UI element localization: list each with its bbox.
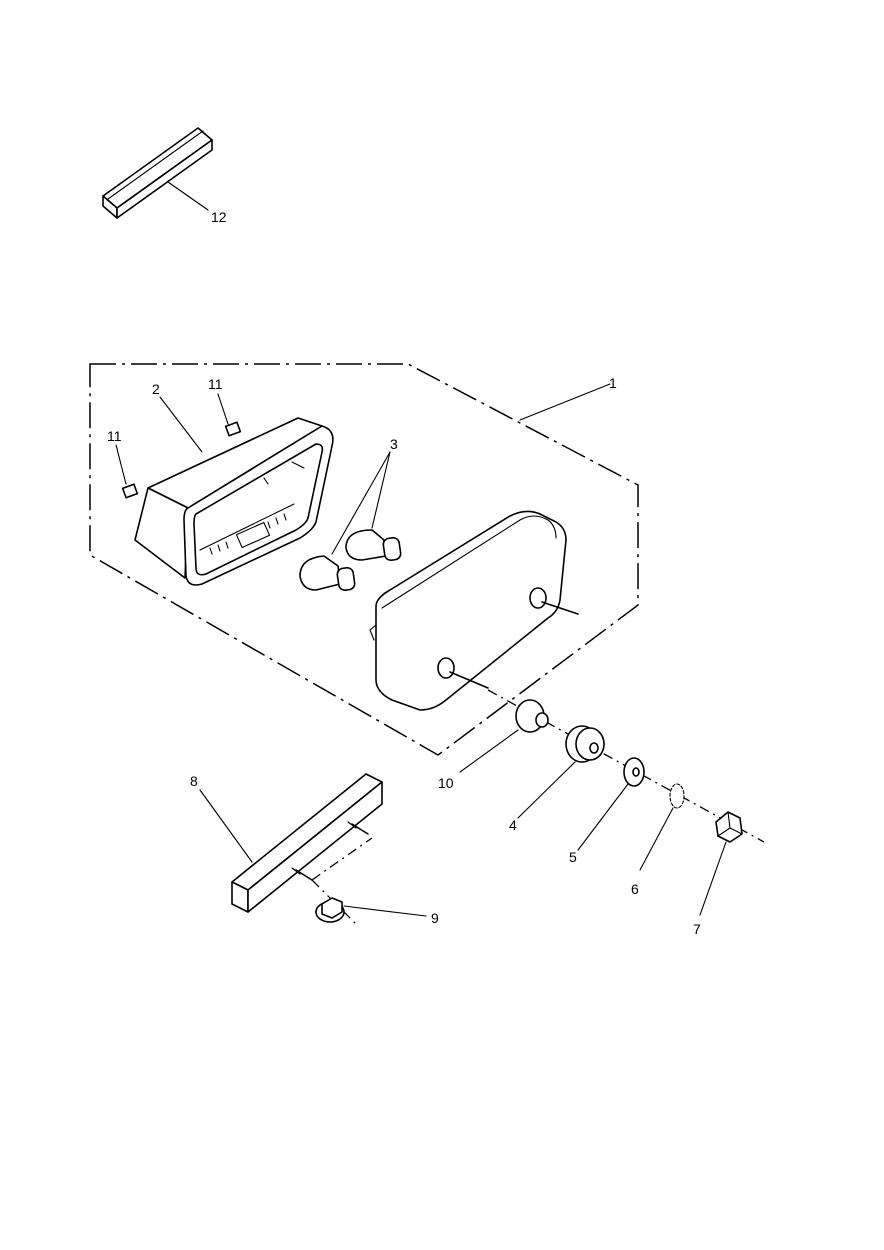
callout-9: 9 <box>431 910 439 926</box>
leader-5 <box>577 783 629 851</box>
screw-icon <box>121 421 242 499</box>
leader-12 <box>167 181 209 211</box>
callout-2: 2 <box>152 381 160 397</box>
leader-11b <box>115 444 127 485</box>
bulb-icon <box>299 529 402 592</box>
lamp-body-icon <box>369 510 579 711</box>
assembly-boundary <box>89 363 639 756</box>
callout-5: 5 <box>569 849 577 865</box>
callout-11a: 11 <box>208 376 223 392</box>
callout-6: 6 <box>631 881 639 897</box>
leader-3b <box>331 451 391 555</box>
callout-4: 4 <box>509 817 517 833</box>
leader-4 <box>517 761 576 819</box>
grommet-icon <box>565 725 605 763</box>
leader-7 <box>699 841 727 916</box>
lock-washer-icon <box>669 783 685 809</box>
callout-3: 3 <box>390 436 398 452</box>
callout-11b: 11 <box>107 428 122 444</box>
leader-1 <box>519 383 611 421</box>
spacer-icon <box>515 699 549 733</box>
callout-7: 7 <box>693 921 701 937</box>
callout-10: 10 <box>438 775 454 791</box>
flange-nut-icon <box>315 897 345 923</box>
callout-12: 12 <box>211 209 227 225</box>
leader-11a <box>217 393 229 425</box>
callout-8: 8 <box>190 773 198 789</box>
mounting-bracket-icon <box>231 773 383 925</box>
leader-2 <box>159 396 203 453</box>
leader-6 <box>639 807 674 871</box>
leader-3a <box>371 451 391 529</box>
leader-10 <box>459 729 519 773</box>
nut-icon <box>715 811 743 843</box>
rubber-strip-icon <box>102 127 213 219</box>
callout-1: 1 <box>609 375 617 391</box>
lamp-lens-housing-icon <box>134 417 334 586</box>
leader-8 <box>199 789 253 863</box>
washer-icon <box>623 757 645 787</box>
leader-9 <box>343 905 427 917</box>
